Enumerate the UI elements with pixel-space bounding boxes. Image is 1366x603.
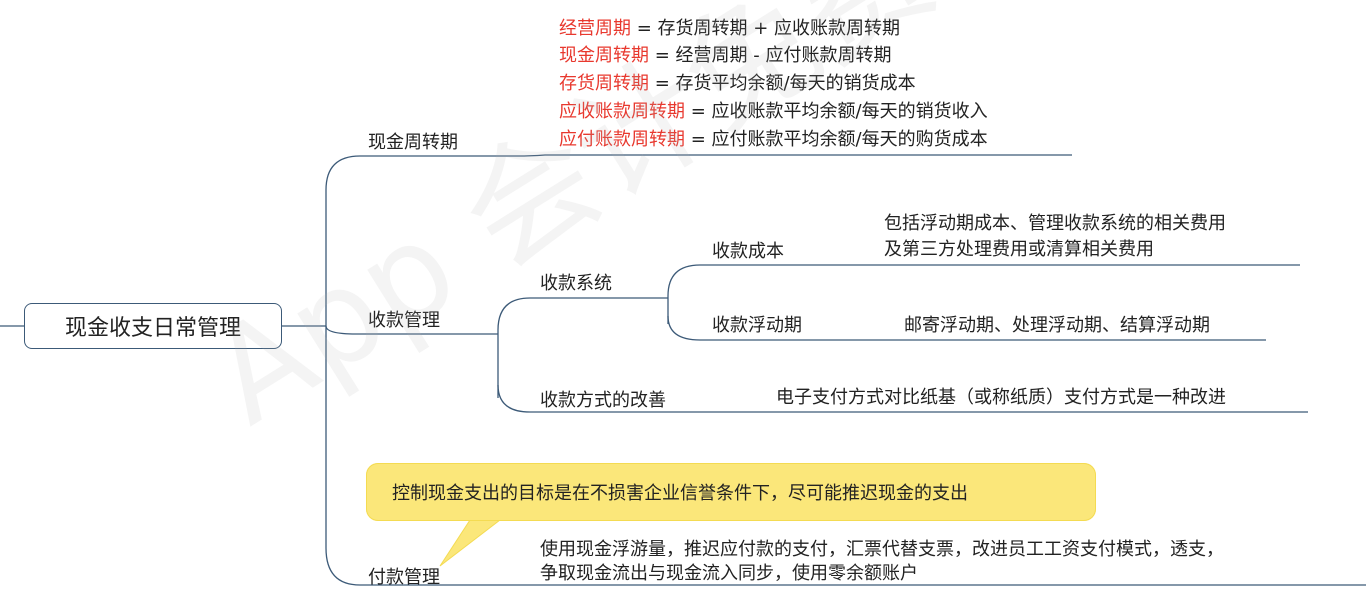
formula-term: 应付账款周转期 [559,129,685,150]
collection-cost-desc-line1: 包括浮动期成本、管理收款系统的相关费用 [884,213,1226,234]
formula-term: 应收账款周转期 [559,101,685,122]
callout-tail [439,519,502,567]
formula-payable-cycle: 应付账款周转期 = 应付账款平均余额/每天的购货成本 [559,128,988,152]
formula-def: = 经营周期 - 应付账款周转期 [649,45,892,66]
payment-callout: 控制现金支出的目标是在不损害企业信誉条件下，尽可能推迟现金的支出 [366,463,1096,521]
formula-operating-cycle: 经营周期 = 存货周转期 + 应收账款周转期 [559,17,900,41]
collection-label[interactable]: 收款管理 [368,310,440,331]
root-node[interactable]: 现金收支日常管理 [24,303,282,349]
formula-receivable-cycle: 应收账款周转期 = 应收账款平均余额/每天的销货收入 [559,100,988,124]
formula-term: 经营周期 [559,18,631,39]
collection-system-label[interactable]: 收款系统 [540,273,612,294]
system-cost-curve [667,264,1300,297]
payment-label[interactable]: 付款管理 [368,567,440,588]
collection-improve-desc: 电子支付方式对比纸基（或称纸质）支付方式是一种改进 [776,387,1226,408]
formula-def: = 存货周转期 + 应收账款周转期 [631,18,901,39]
branch-cash-cycle-curve [325,155,518,191]
collection-float-label[interactable]: 收款浮动期 [712,315,802,336]
formula-term: 存货周转期 [559,73,649,94]
collection-float-desc: 邮寄浮动期、处理浮动期、结算浮动期 [904,315,1210,336]
formula-def: = 应收账款平均余额/每天的销货收入 [685,101,988,122]
payment-desc-line2: 争取现金流出与现金流入同步，使用零余额账户 [540,563,918,584]
formula-term: 现金周转期 [559,45,649,66]
payment-callout-text: 控制现金支出的目标是在不损害企业信誉条件下，尽可能推迟现金的支出 [392,483,968,504]
system-float-curve [667,315,1266,341]
branch-payment-curve [325,547,1366,586]
cash-cycle-label[interactable]: 现金周转期 [368,132,458,153]
collection-improve-label[interactable]: 收款方式的改善 [540,390,666,411]
formula-def: = 应付账款平均余额/每天的购货成本 [685,129,988,150]
collection-cost-label[interactable]: 收款成本 [712,241,784,262]
payment-desc-line1: 使用现金浮游量，推迟应付款的支付，汇票代替支票，改进员工工资支付模式，透支， [540,539,1224,560]
branch-collection-line [325,325,498,335]
collection-improve-curve [497,384,1308,413]
formula-cash-cycle: 现金周转期 = 经营周期 - 应付账款周转期 [559,44,891,68]
formula-inventory-cycle: 存货周转期 = 存货平均余额/每天的销货成本 [559,72,916,96]
collection-cost-desc-line2: 及第三方处理费用或清算相关费用 [884,239,1154,260]
root-label: 现金收支日常管理 [64,316,241,341]
branch-cash-cycle-underline [517,154,1072,157]
formula-def: = 存货平均余额/每天的销货成本 [649,73,916,94]
collection-system-curve [497,297,668,331]
